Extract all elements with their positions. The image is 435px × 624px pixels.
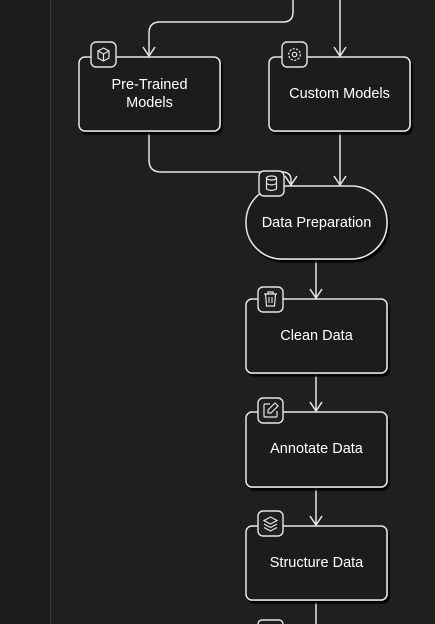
node-annotate-label: Annotate Data — [270, 441, 364, 457]
edge-top-to-pretrained — [148, 0, 294, 56]
edge-pretrained-to-prep — [148, 131, 292, 185]
node-data-preparation[interactable]: Data Preparation — [245, 185, 388, 260]
node-pretrained-label-line1: Pre-Trained — [111, 77, 187, 93]
arrowhead-pretrained — [142, 46, 156, 58]
node-custom-label: Custom Models — [289, 86, 390, 102]
trash-icon — [257, 286, 284, 313]
node-clean-label: Clean Data — [280, 328, 353, 344]
node-custom-models[interactable]: Custom Models — [268, 56, 411, 132]
edit-icon — [257, 397, 284, 424]
arrowhead-structure — [309, 515, 323, 527]
layers-icon — [257, 510, 284, 537]
node-clean-data[interactable]: Clean Data — [245, 298, 388, 374]
arrowhead-annotate — [309, 401, 323, 413]
node-pretrained-models[interactable]: Pre-Trained Models — [78, 56, 221, 132]
next-node-icon-partial — [257, 619, 284, 624]
node-pretrained-label-line2: Models — [126, 95, 173, 111]
arrowhead-custom — [333, 46, 347, 58]
gear-icon — [281, 41, 308, 68]
node-annotate-data[interactable]: Annotate Data — [245, 411, 388, 488]
node-prep-label: Data Preparation — [262, 215, 372, 231]
node-structure-data[interactable]: Structure Data — [245, 525, 388, 601]
left-panel — [0, 0, 51, 624]
database-icon — [258, 170, 285, 197]
arrowhead-prep-left — [284, 175, 298, 187]
arrowhead-prep-right — [333, 175, 347, 187]
node-structure-label: Structure Data — [270, 555, 364, 571]
arrowhead-clean — [309, 288, 323, 300]
cube-icon — [90, 41, 117, 68]
